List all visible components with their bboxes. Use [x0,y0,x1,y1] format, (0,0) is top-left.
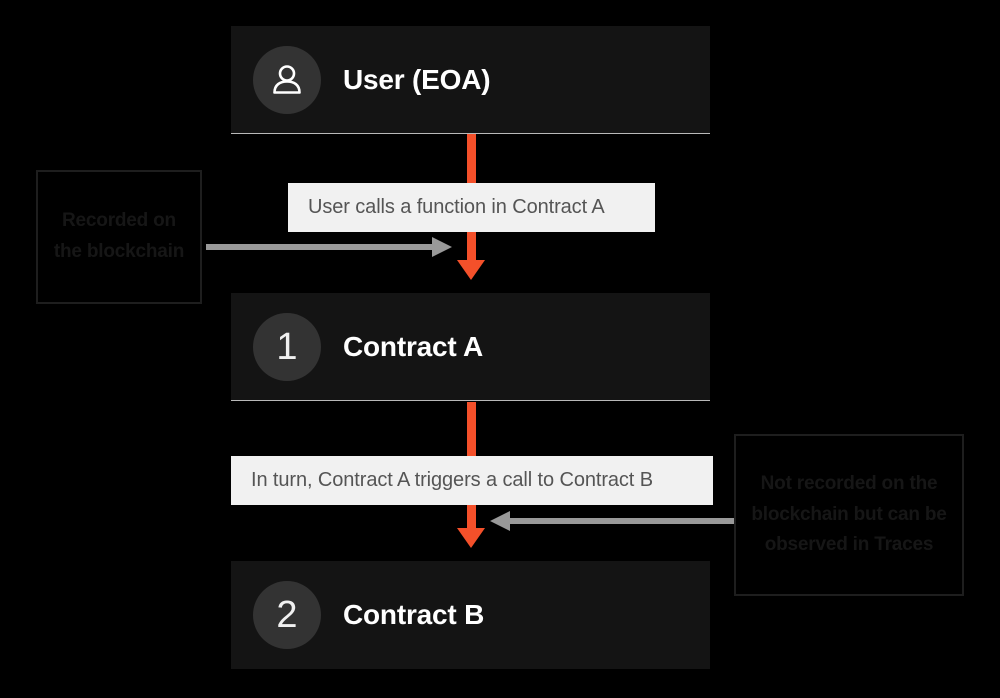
arrow-head-icon [457,260,485,280]
caption-text: User calls a function in Contract A [308,196,605,218]
caption-text: In turn, Contract A triggers a call to C… [251,469,653,491]
person-icon [253,45,321,114]
pointer-arrow-shaft [508,518,734,524]
caption-user-calls-function: User calls a function in Contract A [288,183,655,232]
arrow-head-icon [457,528,485,548]
flow-node-title: User (EOA) [343,63,491,95]
flow-node-contract-a[interactable]: 1 Contract A [231,293,710,401]
callout-recorded-on-blockchain: Recorded on the blockchain [36,170,202,304]
step-number-badge: 1 [253,312,321,381]
pointer-arrow-shaft [206,244,434,250]
flow-node-title: Contract A [343,330,484,362]
flow-node-title: Contract B [343,599,485,630]
pointer-arrow-left [206,237,452,257]
callout-not-recorded-on-blockchain: Not recorded on the blockchain but can b… [734,434,964,596]
callout-text: Not recorded on the blockchain but can b… [751,472,947,556]
flow-node-user[interactable]: User (EOA) [231,26,710,134]
pointer-arrow-head-icon [490,511,510,531]
callout-text: Recorded on the blockchain [53,210,185,262]
step-number: 2 [276,594,298,636]
step-number: 1 [276,325,298,368]
pointer-arrow-right [490,511,734,531]
flow-node-contract-b[interactable]: 2 Contract B [231,561,710,669]
step-number-badge: 2 [253,581,321,649]
caption-contract-a-triggers-call: In turn, Contract A triggers a call to C… [231,456,713,505]
pointer-arrow-head-icon [432,237,452,257]
